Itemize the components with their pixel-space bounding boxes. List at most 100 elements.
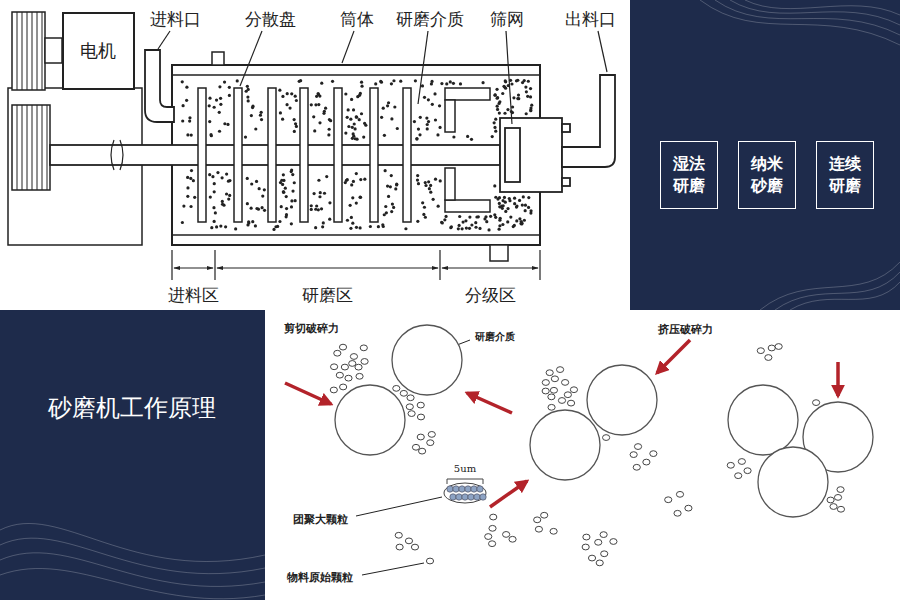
grinding-media-dot xyxy=(464,219,467,222)
grinding-media-dot xyxy=(186,195,189,198)
grinding-media-dot xyxy=(290,205,293,208)
grinding-media-dot xyxy=(518,199,521,202)
grinding-media-dot xyxy=(214,211,217,214)
grinding-media-dot xyxy=(426,123,429,126)
grinding-media-dot xyxy=(331,80,334,83)
grinding-media-dot xyxy=(431,103,434,106)
raw-particle xyxy=(341,364,348,370)
wave-decoration xyxy=(745,0,900,15)
motor-frame xyxy=(12,105,50,190)
agglomerate-particle xyxy=(447,486,453,492)
grinding-media-dot xyxy=(219,224,222,227)
raw-particle xyxy=(550,387,557,393)
grinding-media-dot xyxy=(390,210,393,213)
leader-line xyxy=(506,31,512,124)
raw-particle xyxy=(738,459,745,465)
grinding-media-dot xyxy=(359,196,362,199)
grinding-media-dot xyxy=(349,118,352,121)
feed-pipe xyxy=(145,50,174,122)
dimension-line xyxy=(172,250,540,280)
motor-frame xyxy=(12,12,45,90)
raw-particle xyxy=(813,400,820,406)
grinding-media-dot xyxy=(450,225,453,228)
grinding-media-dot xyxy=(387,195,390,198)
grinding-media-dot xyxy=(484,215,487,218)
grinding-media-dot xyxy=(228,94,231,97)
raw-particle xyxy=(426,558,433,564)
raw-particle xyxy=(427,440,434,446)
raw-particle xyxy=(509,536,516,542)
grinding-media-dot xyxy=(434,178,437,181)
agglomerate-particle xyxy=(471,486,477,492)
wave-decoration xyxy=(775,272,900,310)
raw-particle xyxy=(406,404,413,410)
grinding-media-dot xyxy=(313,129,316,132)
grinding-media-dot xyxy=(251,220,254,223)
grinding-media-dot xyxy=(493,126,496,129)
grinding-media-dot xyxy=(390,117,393,120)
grinding-media-dot xyxy=(181,221,184,224)
grinding-media-dot xyxy=(317,92,320,95)
grinding-media-dot xyxy=(346,219,349,222)
shaft xyxy=(111,140,123,170)
grinding-media-dot xyxy=(510,82,513,85)
disperser-disc xyxy=(268,88,276,222)
grinding-media-dot xyxy=(291,189,294,192)
grinding-media-dot xyxy=(260,111,263,114)
raw-particle xyxy=(340,384,347,390)
grinding-media-dot xyxy=(461,220,464,223)
grinding-media-dot xyxy=(352,108,355,111)
grinding-media-dot xyxy=(186,186,189,189)
grinding-media-dot xyxy=(494,93,497,96)
cylinder xyxy=(490,245,508,261)
grinding-media-dot xyxy=(351,222,354,225)
zone-label: 进料区 xyxy=(168,285,219,305)
grinding-media-dot xyxy=(310,208,313,211)
raw-particle xyxy=(503,532,510,538)
grinding-media-dot xyxy=(210,226,213,229)
wave-decoration xyxy=(790,282,900,310)
wave-decoration xyxy=(0,553,265,587)
grinding-media-ball xyxy=(335,385,405,455)
grinding-media-dot xyxy=(209,196,212,199)
grinding-media-dot xyxy=(521,203,524,206)
grinding-media-dot xyxy=(363,122,366,125)
grinding-media-dot xyxy=(421,201,424,204)
disperser-disc xyxy=(403,88,411,222)
raw-particle xyxy=(542,380,549,386)
grinding-media-dot xyxy=(359,226,362,229)
grinding-media-dot xyxy=(310,103,313,106)
grinding-media-dot xyxy=(437,205,440,208)
grinding-media-dot xyxy=(430,82,433,85)
grinding-media-dot xyxy=(281,95,284,98)
grinding-media-dot xyxy=(227,180,230,183)
grinding-media-dot xyxy=(414,79,417,82)
grinding-media-ball xyxy=(758,447,828,517)
grinding-media-dot xyxy=(312,192,315,195)
grinding-media-dot xyxy=(508,197,511,200)
grinding-media-dot xyxy=(445,82,448,85)
raw-particle xyxy=(775,344,782,350)
grinding-media-dot xyxy=(317,179,320,182)
raw-particle xyxy=(551,376,558,382)
title-text: 砂磨机工作原理 xyxy=(48,394,216,423)
feature-tag: 湿法 研磨 xyxy=(660,141,718,209)
grinding-media-dot xyxy=(417,128,420,131)
grinding-media-dot xyxy=(523,219,526,222)
grinding-media-dot xyxy=(245,90,248,93)
grinding-media-dot xyxy=(524,85,527,88)
grinding-media-dot xyxy=(380,81,383,84)
grinding-media-dot xyxy=(209,133,212,136)
grinding-media-dot xyxy=(506,207,509,210)
grinding-media-dot xyxy=(320,207,323,210)
grinding-media-dot xyxy=(295,99,298,102)
motor-frame xyxy=(8,12,142,245)
raw-particle xyxy=(355,364,362,370)
grinding-media-dot xyxy=(525,112,528,115)
grinding-media-dot xyxy=(501,223,504,226)
grinding-media-dot xyxy=(362,135,365,138)
motor-box: 电机 xyxy=(62,12,135,90)
dimension-label: 5um xyxy=(454,463,476,475)
